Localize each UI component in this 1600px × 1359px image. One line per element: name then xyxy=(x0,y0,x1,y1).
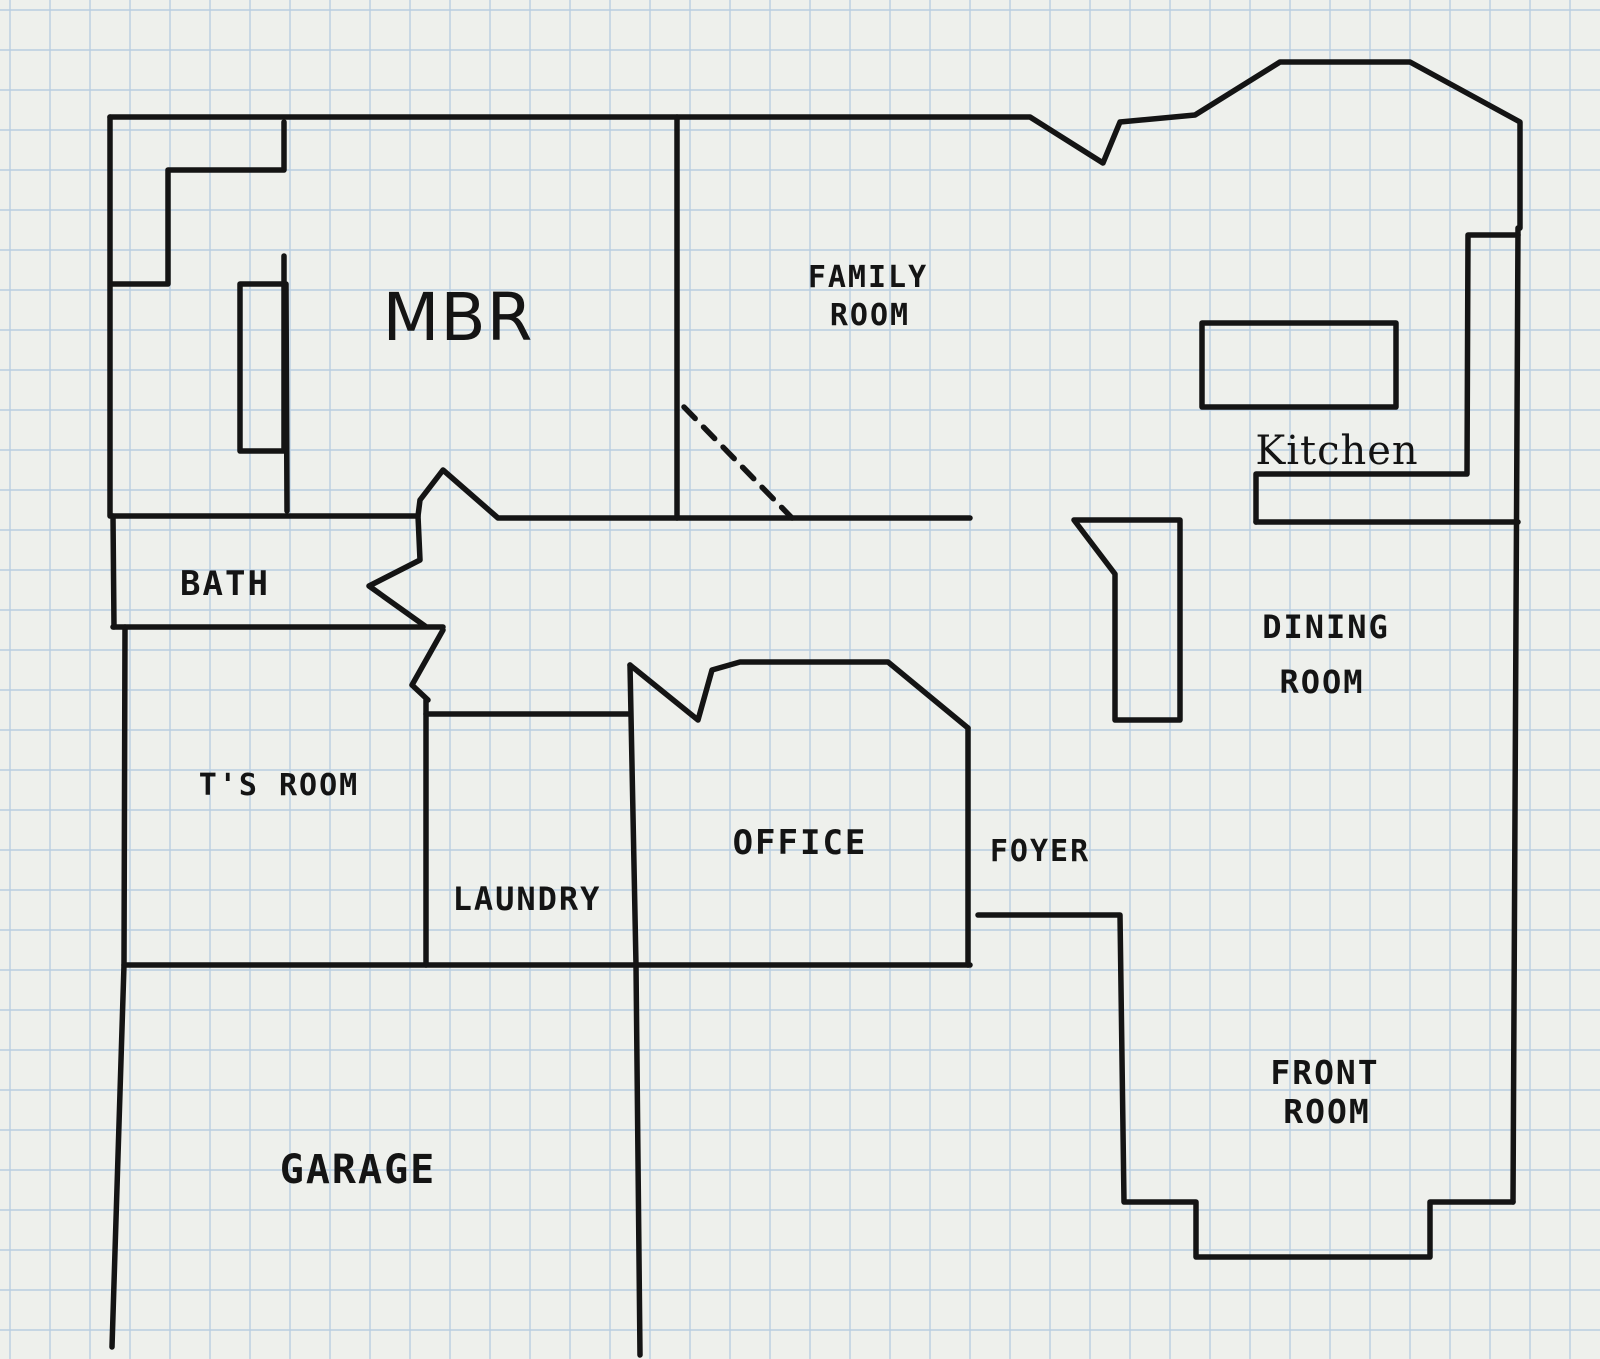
peninsula-counter xyxy=(1071,517,1183,723)
wall-office-west xyxy=(627,662,639,968)
wall-garage-divider xyxy=(633,962,643,1358)
wall-office-top xyxy=(627,659,971,731)
kitchen-island xyxy=(1199,320,1399,410)
wall-foyer-front xyxy=(975,912,1516,1260)
wall-west xyxy=(107,114,128,1350)
front-room-label-line2: ROOM xyxy=(1283,1092,1370,1131)
garage-label: GARAGE xyxy=(280,1147,437,1193)
wall-top xyxy=(107,59,1523,231)
room-labels: MBR FAMILY ROOM Kitchen BATH DINING ROOM… xyxy=(180,260,1418,1193)
ts-room-label: T'S ROOM xyxy=(199,768,360,803)
master-bedroom-walls xyxy=(109,114,680,521)
foyer-label: FOYER xyxy=(990,834,1090,869)
dining-room-label-line1: DINING xyxy=(1262,608,1390,646)
wall-east xyxy=(1510,225,1521,1205)
family-room-label-line2: ROOM xyxy=(830,298,910,333)
laundry-label: LAUNDRY xyxy=(453,880,602,918)
front-room-walls xyxy=(975,912,1516,1260)
kitchen-walls xyxy=(1071,232,1521,723)
family-room-label-line1: FAMILY xyxy=(808,260,928,295)
closet-outline xyxy=(109,119,287,287)
kitchen-label: Kitchen xyxy=(1255,428,1418,474)
bath-label: BATH xyxy=(180,564,270,604)
kitchen-counter-l xyxy=(1253,232,1521,525)
dining-room-label-line2: ROOM xyxy=(1279,663,1364,701)
mbr-label: MBR xyxy=(382,279,533,356)
house-outline xyxy=(107,59,1523,1358)
family-room-door-swing xyxy=(681,404,795,521)
interior-walls xyxy=(109,404,973,968)
hall-wall-tsroom xyxy=(409,627,446,703)
front-room-label-line1: FRONT xyxy=(1270,1053,1379,1092)
hall-wall-bath xyxy=(366,513,428,629)
wall-mbr-east xyxy=(283,281,290,514)
office-label: OFFICE xyxy=(733,823,868,863)
wall-mbr-bath xyxy=(109,467,973,521)
